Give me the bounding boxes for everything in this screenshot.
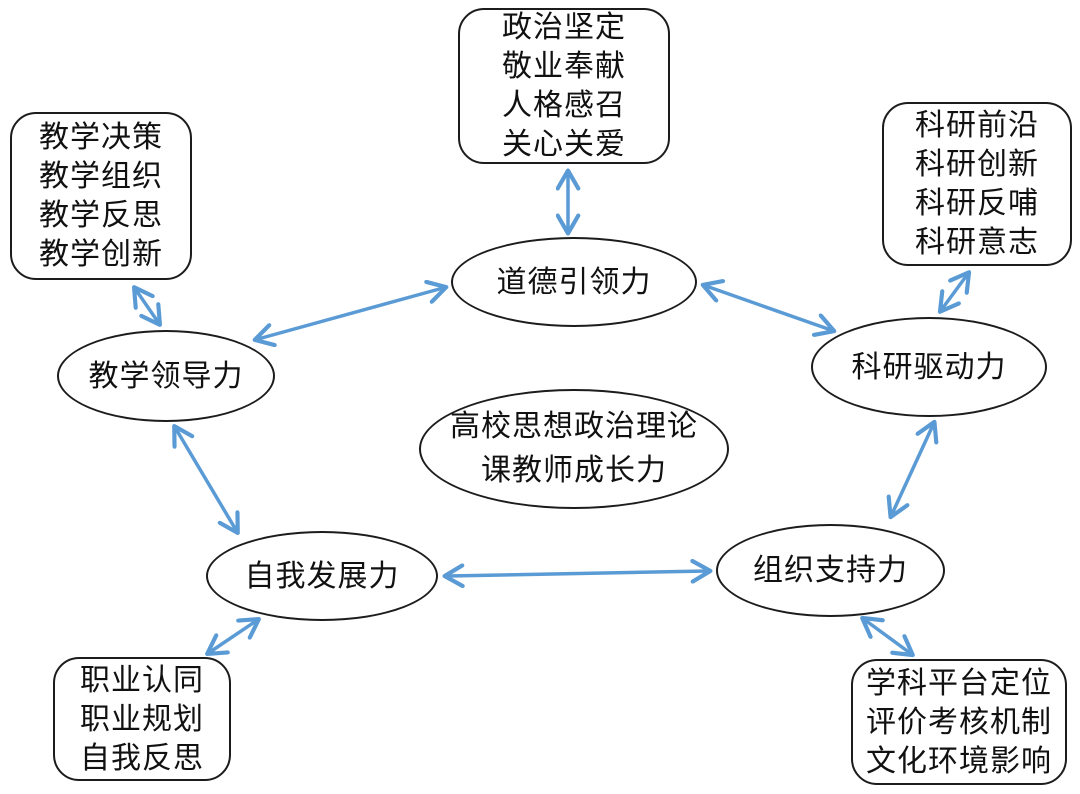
ellipse-label: 道德引领力 bbox=[496, 265, 652, 299]
box-self-attributes: 职业认同 职业规划 自我反思 bbox=[53, 657, 231, 781]
box-line: 关心关爱 bbox=[502, 128, 626, 161]
box-line: 自我反思 bbox=[80, 741, 204, 775]
ellipse-label: 组织支持力 bbox=[753, 554, 908, 587]
arrow-research-org bbox=[892, 425, 933, 514]
arrow-teaching-self bbox=[176, 429, 236, 530]
ellipse-moral-leadership: 道德引领力 bbox=[451, 237, 697, 327]
box-line: 教学决策 bbox=[39, 121, 163, 154]
ellipse-teaching-leadership: 教学领导力 bbox=[57, 330, 275, 422]
box-line: 敬业奉献 bbox=[502, 50, 626, 83]
ellipse-research-drive: 科研驱动力 bbox=[811, 317, 1047, 417]
ellipse-center-growth-power: 高校思想政治理论 课教师成长力 bbox=[419, 389, 729, 509]
box-line: 科研意志 bbox=[915, 226, 1039, 259]
box-line: 文化环境影响 bbox=[866, 744, 1052, 778]
ellipse-self-development: 自我发展力 bbox=[206, 531, 438, 621]
box-line: 职业规划 bbox=[80, 702, 204, 736]
ellipse-label: 科研驱动力 bbox=[851, 350, 1007, 384]
box-line: 科研前沿 bbox=[915, 109, 1039, 142]
arrow-researchbox-research bbox=[942, 275, 967, 309]
box-moral-attributes: 政治坚定 敬业奉献 人格感召 关心关爱 bbox=[458, 8, 670, 164]
box-line: 科研反哺 bbox=[915, 187, 1039, 220]
box-line: 职业认同 bbox=[80, 663, 204, 697]
box-line: 评价考核机制 bbox=[866, 705, 1052, 739]
box-line: 教学创新 bbox=[39, 238, 163, 271]
arrow-moral-research bbox=[706, 286, 831, 330]
arrow-teachingbox-teaching bbox=[136, 290, 158, 322]
ellipse-label: 自我发展力 bbox=[244, 559, 400, 593]
ellipse-org-support: 组织支持力 bbox=[716, 524, 945, 617]
center-label-line: 课教师成长力 bbox=[481, 454, 667, 487]
box-research-attributes: 科研前沿 科研创新 科研反哺 科研意志 bbox=[882, 102, 1072, 266]
box-line: 教学组织 bbox=[39, 160, 163, 193]
arrow-self-org bbox=[448, 571, 707, 576]
box-line: 人格感召 bbox=[502, 89, 626, 122]
center-label-line: 高校思想政治理论 bbox=[450, 410, 698, 443]
arrow-moral-teaching bbox=[258, 288, 443, 339]
box-line: 政治坚定 bbox=[502, 11, 626, 44]
ellipse-label: 教学领导力 bbox=[88, 359, 244, 393]
box-teaching-attributes: 教学决策 教学组织 教学反思 教学创新 bbox=[10, 112, 192, 280]
arrow-self-selfbox bbox=[210, 621, 256, 652]
box-org-attributes: 学科平台定位 评价考核机制 文化环境影响 bbox=[851, 659, 1067, 785]
box-line: 教学反思 bbox=[39, 199, 163, 232]
box-line: 科研创新 bbox=[915, 148, 1039, 181]
arrow-org-orgbox bbox=[865, 620, 910, 653]
box-line: 学科平台定位 bbox=[866, 666, 1052, 700]
